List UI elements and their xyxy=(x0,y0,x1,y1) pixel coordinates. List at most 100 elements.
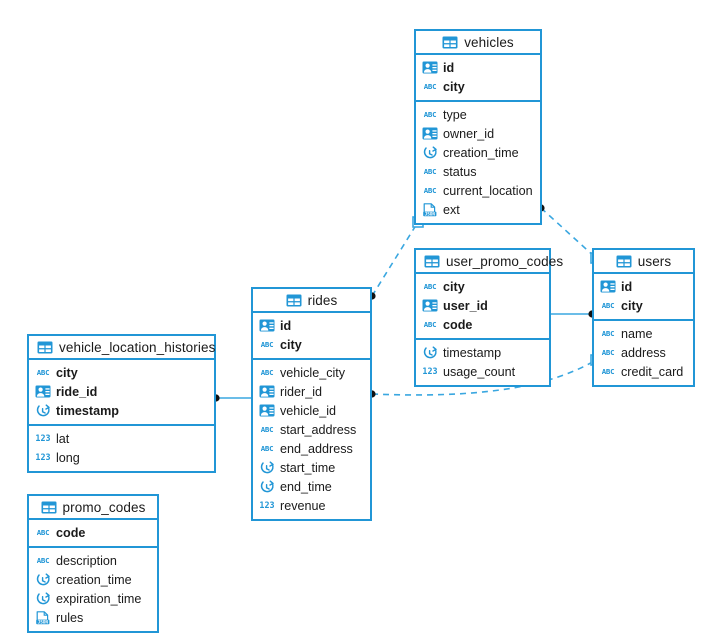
relationship-vehicle-location-histories-rides[interactable] xyxy=(212,394,251,402)
field-row[interactable]: expiration_time xyxy=(29,589,157,608)
field-row[interactable]: ABC end_address xyxy=(253,439,370,458)
table-header-promo_codes[interactable]: promo_codes xyxy=(29,496,157,520)
field-row[interactable]: 123 long xyxy=(29,448,214,467)
table-title: users xyxy=(637,253,672,269)
field-name: revenue xyxy=(280,498,326,513)
field-name: id xyxy=(621,279,633,294)
field-name: city xyxy=(280,337,302,352)
relationship-users-user-promo-codes[interactable] xyxy=(551,310,596,318)
field-row[interactable]: ride_id xyxy=(29,382,214,401)
field-row[interactable]: creation_time xyxy=(416,143,540,162)
field-row[interactable]: user_id xyxy=(416,296,549,315)
clock-icon xyxy=(259,479,275,494)
field-row[interactable]: JSON ext xyxy=(416,200,540,219)
123-icon: 123 xyxy=(259,500,275,511)
table-title: vehicles xyxy=(464,34,514,50)
table-icon xyxy=(37,341,53,354)
field-row[interactable]: ABC city xyxy=(416,77,540,96)
field-name: city xyxy=(443,79,465,94)
id-card-icon xyxy=(422,61,438,74)
field-name: rider_id xyxy=(280,384,322,399)
abc-icon: ABC xyxy=(36,527,50,537)
field-row[interactable]: owner_id xyxy=(416,124,540,143)
field-row[interactable]: timestamp xyxy=(416,343,549,362)
table-header-users[interactable]: users xyxy=(594,250,693,274)
field-name: end_address xyxy=(280,441,353,456)
field-row[interactable]: timestamp xyxy=(29,401,214,420)
relationship-line xyxy=(371,221,419,297)
table-header-vehicle_location_histories[interactable]: vehicle_location_histories xyxy=(29,336,216,360)
field-name: ext xyxy=(443,202,460,217)
field-name: owner_id xyxy=(443,126,495,141)
field-name: current_location xyxy=(443,183,533,198)
field-row[interactable]: 123 revenue xyxy=(253,496,370,515)
abc-icon: ABC xyxy=(260,339,274,349)
field-name: ride_id xyxy=(56,384,98,399)
field-name: vehicle_city xyxy=(280,365,346,380)
abc-icon: ABC xyxy=(260,443,274,453)
table-title: user_promo_codes xyxy=(446,253,564,269)
field-row[interactable]: creation_time xyxy=(29,570,157,589)
field-row[interactable]: vehicle_id xyxy=(253,401,370,420)
abc-icon: ABC xyxy=(36,367,50,377)
abc-icon: ABC xyxy=(601,328,615,338)
abc-icon: ABC xyxy=(260,424,274,434)
abc-icon: ABC xyxy=(423,319,437,329)
field-name: id xyxy=(280,318,292,333)
id-card-icon xyxy=(422,127,438,140)
field-row[interactable]: id xyxy=(253,316,370,335)
table-title: promo_codes xyxy=(62,499,146,515)
field-row[interactable]: id xyxy=(594,277,693,296)
abc-icon: ABC xyxy=(423,81,437,91)
field-row[interactable]: id xyxy=(416,58,540,77)
field-name: code xyxy=(56,525,86,540)
table-title: vehicle_location_histories xyxy=(59,339,216,355)
field-name: long xyxy=(56,450,80,465)
table-header-rides[interactable]: rides xyxy=(253,289,370,313)
table-icon xyxy=(41,501,57,514)
primary-key-section: ABC code xyxy=(29,520,157,548)
table-header-vehicles[interactable]: vehicles xyxy=(416,31,540,55)
field-name: city xyxy=(443,279,465,294)
field-row[interactable]: start_time xyxy=(253,458,370,477)
json-icon: JSON xyxy=(35,610,51,625)
123-icon: 123 xyxy=(35,452,51,463)
field-row[interactable]: end_time xyxy=(253,477,370,496)
id-card-icon xyxy=(259,385,275,398)
abc-icon: ABC xyxy=(423,109,437,119)
field-row[interactable]: ABC city xyxy=(253,335,370,354)
table-header-user_promo_codes[interactable]: user_promo_codes xyxy=(416,250,563,274)
field-name: creation_time xyxy=(443,145,519,160)
field-row[interactable]: rider_id xyxy=(253,382,370,401)
clock-icon xyxy=(422,345,438,360)
svg-text:JSON: JSON xyxy=(425,211,436,217)
field-row[interactable]: ABC code xyxy=(29,523,157,542)
